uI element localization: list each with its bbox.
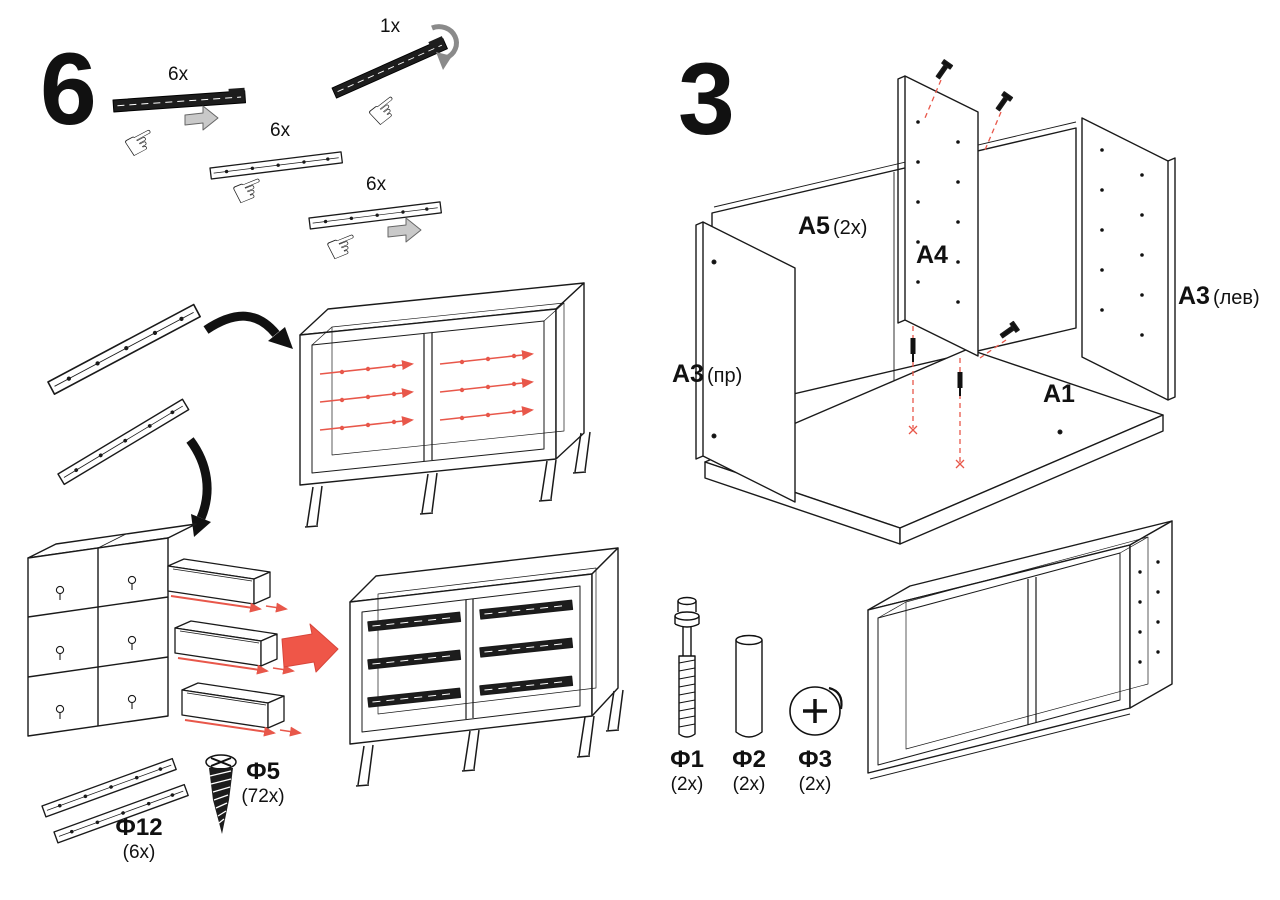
part-label-a4: A4 (916, 241, 948, 269)
part-label-a3-left: A3(лев) (1178, 282, 1260, 310)
cabinet-with-rails-drawing (349, 547, 624, 787)
qty-label-detail: 1x (380, 16, 401, 37)
rail-orientation-detail (330, 24, 459, 99)
gray-arrow-icon (387, 217, 422, 243)
hardware-label-f5: Ф5 (72x) (241, 758, 285, 807)
step3-illustration (674, 59, 1176, 780)
loose-rail-lower-icon (57, 398, 190, 486)
screw-icon (993, 91, 1014, 114)
assembled-carcass-drawing (867, 520, 1173, 780)
curved-arrow-down (186, 437, 212, 537)
drawer-stack-drawing (27, 523, 300, 737)
red-rail-positions (319, 350, 534, 431)
hardware-label-f3: Ф3 (2x) (798, 746, 832, 795)
curved-arrow-to-cabinet (203, 311, 293, 349)
fastener-guide-lines (908, 79, 1007, 469)
divider-holes (916, 120, 960, 304)
step3-number: 3 (678, 42, 735, 156)
exploded-carcass-drawing (695, 59, 1176, 545)
qty-label-rail-bottom: 6x (366, 174, 387, 195)
hardware-label-f2: Ф2 (2x) (732, 746, 766, 795)
cabinet-rail-mounting-drawing (299, 282, 591, 528)
part-label-a1: A1 (1043, 380, 1075, 408)
drawer-knobs (55, 575, 137, 719)
drawer-slide-rail-bottom-icon (308, 201, 443, 230)
cam-bolt-f1-icon (674, 596, 700, 738)
screw-f5-icon (205, 754, 237, 834)
side-panel-holes (1138, 560, 1160, 664)
cam-bolts-inserted (910, 338, 963, 396)
drawer-slide-rail-top-icon (112, 87, 247, 113)
rotate-arrowhead-icon (436, 52, 452, 70)
red-insert-arrow-icon (281, 623, 339, 673)
qty-label-rail-top: 6x (168, 64, 189, 85)
loose-rail-upper-icon (47, 303, 201, 395)
dowel-f2-icon (735, 634, 763, 738)
part-label-a5: A5(2x) (798, 212, 868, 240)
hardware-label-f1: Ф1 (2x) (670, 746, 704, 795)
cam-lock-f3-icon (789, 686, 843, 736)
qty-label-rail-mid: 6x (270, 120, 291, 141)
shelf-pin-holes (1100, 148, 1144, 337)
hardware-label-f12: Ф12 (6x) (115, 814, 163, 863)
step6-number: 6 (40, 32, 97, 146)
step6-illustration (27, 24, 624, 844)
part-label-a3-right: A3(пр) (672, 360, 743, 388)
gray-arrow-icon (184, 105, 219, 131)
screw-icon (933, 59, 954, 82)
